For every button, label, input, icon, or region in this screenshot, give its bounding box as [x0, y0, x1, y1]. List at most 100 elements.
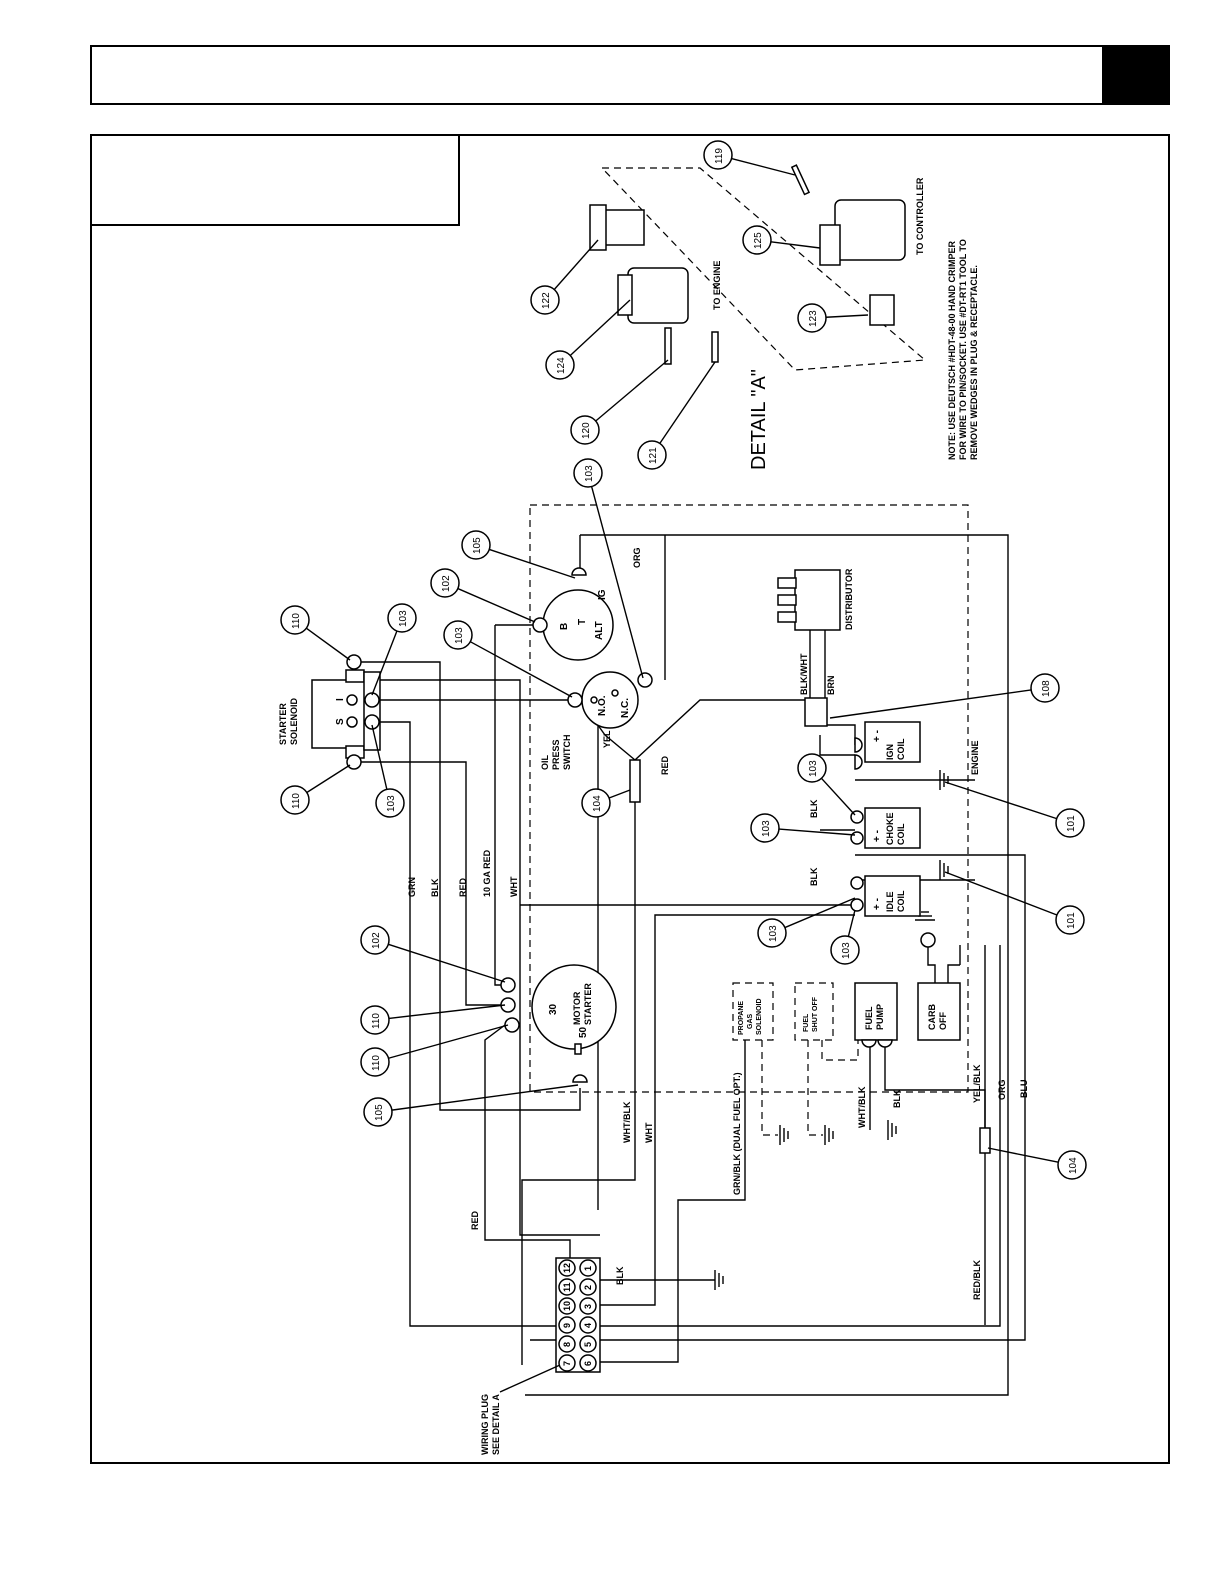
callout-102: 102	[360, 925, 506, 983]
detail-note: NOTE: USE DEUTSCH #HDT-48-00 HAND CRIMPE…	[947, 237, 979, 460]
svg-text:108: 108	[1041, 680, 1052, 697]
callout-103: 103	[371, 603, 417, 696]
plug-pin-1: 1	[579, 1259, 597, 1277]
svg-text:8: 8	[562, 1342, 572, 1347]
plug-pin-3: 3	[579, 1297, 597, 1315]
wire-label-wht-2: WHT	[644, 1122, 654, 1143]
wire-label-grn-blk-dual: GRN/BLK (DUAL FUEL OPT.)	[732, 1072, 742, 1195]
alt-terminal-t: T	[577, 619, 588, 625]
distributor-label: DISTRIBUTOR	[844, 568, 854, 630]
plug-pin-7: 7	[558, 1354, 576, 1372]
plug-pin-5: 5	[579, 1335, 597, 1353]
svg-text:5: 5	[583, 1342, 593, 1347]
no-label: N.O.	[597, 695, 608, 716]
nc-label: N.C.	[620, 698, 631, 718]
svg-text:110: 110	[371, 1055, 382, 1071]
alt-terminal-ig: IG	[597, 589, 608, 600]
callout-104: 104	[987, 1147, 1087, 1180]
starter-solenoid-label: STARTERSOLENOID	[278, 697, 299, 745]
wire-label-blk-wht: BLK/WHT	[799, 653, 809, 695]
svg-text:7: 7	[562, 1361, 572, 1366]
svg-text:2: 2	[583, 1285, 593, 1290]
callout-101: 101	[944, 781, 1085, 838]
svg-text:110: 110	[371, 1013, 382, 1029]
svg-text:103: 103	[761, 820, 772, 837]
distributor	[777, 569, 841, 631]
starter-terminal-30: 30	[548, 1003, 559, 1015]
callout-110: 110	[360, 1024, 509, 1077]
page-header-bar	[90, 45, 1102, 105]
carb-off	[917, 982, 961, 1041]
callout-121: 121	[637, 361, 716, 470]
svg-text:10: 10	[562, 1301, 572, 1311]
svg-text:110: 110	[291, 793, 302, 809]
svg-text:105: 105	[374, 1104, 385, 1121]
wire-labels: GRN BLK RED 10 GA RED WHT YEL RED ORG BL…	[407, 547, 1029, 1300]
wire-label-brn: BRN	[826, 676, 836, 696]
idle-coil: + -	[850, 875, 921, 917]
wire-label-wht-blk-2: WHT/BLK	[857, 1086, 867, 1128]
svg-text:105: 105	[472, 537, 483, 554]
plug-pin-8: 8	[558, 1335, 576, 1353]
wire-label-yel: YEL	[602, 730, 612, 748]
svg-text:103: 103	[454, 627, 465, 644]
callout-108: 108	[829, 673, 1060, 719]
motor-starter-label: MOTORSTARTER	[572, 983, 593, 1025]
plug-pin-4: 4	[579, 1316, 597, 1334]
callout-125: 125	[742, 225, 821, 255]
fuel-pump	[854, 982, 898, 1041]
to-controller-label: TO CONTROLLER	[915, 177, 925, 255]
svg-text:12: 12	[562, 1263, 572, 1273]
wire-label-org: ORG	[632, 547, 642, 568]
plug-pin-9: 9	[558, 1316, 576, 1334]
svg-text:+ -: + -	[872, 898, 883, 910]
svg-text:101: 101	[1066, 912, 1077, 929]
svg-text:+ -: + -	[872, 730, 883, 742]
svg-text:110: 110	[291, 613, 302, 629]
svg-text:103: 103	[386, 795, 397, 812]
callout-110: 110	[280, 605, 351, 661]
svg-text:121: 121	[648, 447, 659, 464]
idle-coil-label: IDLECOIL	[885, 890, 906, 912]
ground-symbols	[714, 770, 949, 1290]
callout-120: 120	[570, 359, 669, 445]
wire-label-yel-blk: YEL/BLK	[972, 1064, 982, 1103]
svg-text:4: 4	[583, 1323, 593, 1328]
engine-label: ENGINE	[970, 740, 980, 775]
callout-110: 110	[280, 764, 351, 815]
callout-103: 103	[830, 909, 860, 965]
callout-101: 101	[944, 871, 1085, 935]
svg-text:123: 123	[808, 310, 819, 327]
fuel-pump-label: FUELPUMP	[864, 1004, 885, 1030]
wire-label-grn: GRN	[407, 877, 417, 897]
detail-a-boundary	[600, 167, 927, 371]
wire-label-blu: BLU	[1019, 1080, 1029, 1099]
plug-pin-11: 11	[558, 1278, 576, 1296]
connector-105-lower	[572, 1074, 588, 1083]
connector-108	[804, 697, 828, 727]
connector-104-lower	[979, 1127, 991, 1154]
sol-terminal-s: S	[335, 718, 346, 725]
detail-a-title: DETAIL "A"	[748, 369, 770, 470]
diagram-frame	[90, 134, 1170, 1464]
callout-104: 104	[581, 788, 631, 818]
wiring-plug-label: WIRING PLUGSEE DETAIL A	[480, 1394, 501, 1455]
svg-text:103: 103	[398, 610, 409, 627]
wire-label-org-2: ORG	[997, 1079, 1007, 1100]
svg-text:3: 3	[583, 1304, 593, 1309]
wire-label-wht: WHT	[509, 876, 519, 897]
svg-text:102: 102	[441, 575, 452, 592]
callout-103: 103	[750, 813, 856, 843]
wire-label-wht-blk: WHT/BLK	[622, 1101, 632, 1143]
callout-124: 124	[545, 299, 631, 380]
carb-off-label: CARBOFF	[927, 1004, 948, 1030]
starter-solenoid: S I	[311, 654, 381, 770]
svg-text:1: 1	[583, 1266, 593, 1271]
plug-pin-12: 12	[558, 1259, 576, 1277]
callout-103: 103	[443, 620, 573, 698]
